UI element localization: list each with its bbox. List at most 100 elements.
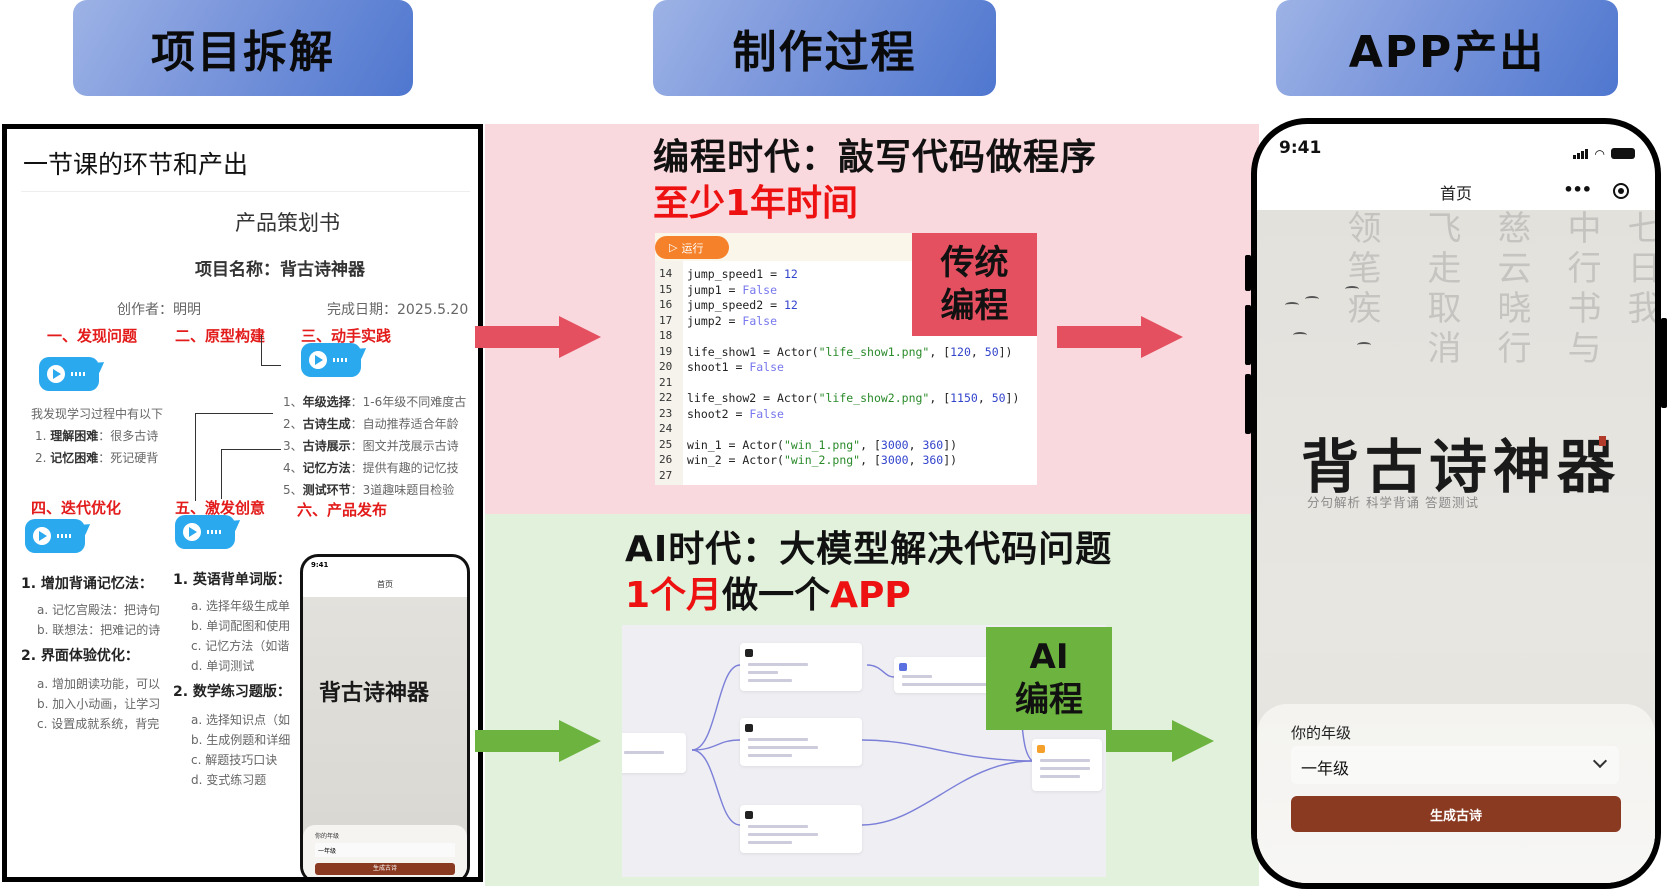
phone-side-button [1245,305,1251,365]
connector-line [221,449,222,499]
discover-item: 1. 理解困难：很多古诗 [35,429,159,443]
workflow-node-output[interactable] [1032,739,1102,791]
voice-message-button[interactable] [175,515,235,549]
code-line: shoot1 = False [687,360,784,374]
iterate-sub: c. 设置成就系统，背完 [37,717,160,731]
code-line: jump_speed2 = 12 [687,298,798,312]
iterate-sub: b. 加入小动画，让学习 [37,697,161,711]
signal-icon [1572,140,1589,159]
line-number: 25 [659,437,673,451]
edge [861,739,1033,762]
voice-message-button[interactable] [301,343,361,377]
line-number: 24 [659,422,673,435]
waveform-icon [71,372,85,376]
inspire-sub: d. 单词测试 [191,659,255,673]
line-number: 21 [659,375,673,389]
waveform-icon [207,530,221,534]
bird-icon [1357,342,1371,348]
practice-item: 4、记忆方法：提供有趣的记忆技 [283,461,459,475]
edge [691,739,741,751]
grade-select[interactable]: 一年级 [1291,746,1619,784]
ai-subtitle: 1个月做一个APP [625,575,911,616]
step-practice: 三、动手实践 [301,327,392,345]
play-icon [33,527,51,545]
practice-item: 5、测试环节：3道趣味题目检验 [283,483,455,497]
author: 创作者：明明 [117,302,201,318]
tag-label: 传统编程 [940,243,1009,326]
inspire-sub: d. 变式练习题 [191,773,267,787]
waveform-icon [57,534,71,538]
mini-generate-button: 生成古诗 [315,863,455,875]
inspire-sub: c. 解题技巧口诀 [191,753,278,767]
run-button[interactable]: ▷运行 [655,236,729,259]
discover-intro: 我发现学习过程中有以下 [31,407,164,421]
seal-stamp-icon [1599,436,1606,446]
inspire-sub: b. 单词配图和使用 [191,619,291,633]
line-number: 26 [659,453,673,466]
mini-phone-preview: 9:41 首页 背古诗神器 你的年级 一年级 生成古诗 [300,554,470,877]
product-plan-document: 一节课的环节和产出 产品策划书 项目名称：背古诗神器 创作者：明明 完成日期：2… [2,124,483,882]
line-number: 19 [659,344,673,358]
calligraphy-background: 七日我 [1621,210,1661,330]
line-number: 22 [659,391,673,404]
status-time: 9:41 [1279,138,1322,158]
connector-line [261,365,281,366]
generate-poem-button[interactable]: 生成古诗 [1291,796,1621,832]
edge [691,664,741,751]
line-number: 20 [659,360,673,373]
line-number: 27 [659,468,673,482]
mini-status-time: 9:41 [311,561,329,569]
more-options-icon[interactable]: ••• [1563,180,1592,199]
workflow-node[interactable] [740,643,862,691]
workflow-node-start[interactable] [622,733,686,773]
traditional-title: 编程时代：敲写代码做程序 [653,137,1098,178]
node-icon [1037,745,1045,753]
phone-power-button [1661,318,1667,408]
node-icon [745,811,753,819]
run-label: 运行 [681,241,704,255]
step-publish: 六、产品发布 [297,501,388,519]
red-arrow-right-icon [1057,316,1183,358]
inspire-sub: c. 记忆方法（如谐 [191,639,290,653]
chevron-down-icon [1592,753,1608,769]
run-icon: ▷ [669,241,678,254]
wifi-icon: ◠ [1594,147,1605,161]
inspire-sub: a. 选择知识点（如 [191,713,290,727]
green-arrow-right-icon [1088,720,1214,762]
iterate-sub: b. 联想法：把难记的诗 [37,623,161,637]
line-number: 14 [659,267,673,280]
inspire-heading: 1. 英语背单词版： [173,572,291,588]
calligraphy-background: 飞走取消 [1421,210,1461,370]
nav-title: 首页 [1439,184,1472,203]
line-number: 16 [659,298,673,311]
calligraphy-background: 慈云晓行 [1491,210,1531,370]
code-line: win_1 = Actor("win_1.png", [3000, 360]) [687,437,958,452]
iterate-heading: 1. 增加背诵记忆法： [21,576,153,592]
traditional-programming-tag: 传统编程 [912,233,1037,336]
workflow-node[interactable] [740,718,862,766]
code-line: shoot2 = False [687,406,784,421]
calligraphy-background: 中行书与 [1561,210,1601,370]
red-arrow-right-icon [475,316,601,358]
connector-line [195,413,273,414]
battery-icon [1611,148,1635,159]
inspire-heading: 2. 数学练习题版： [173,684,291,700]
voice-message-button[interactable] [39,357,99,391]
node-icon [745,724,753,732]
step-inspire: 五、激发创意 [175,499,266,517]
connector-line [195,413,196,501]
phone-app-preview: 9:41 ◠ 首页 ••• 领笔疾 飞走取消 慈云晓行 中行书与 七日我 背古诗… [1251,118,1661,889]
calligraphy-background: 领笔疾 [1341,210,1381,330]
workflow-node-end[interactable] [894,657,1004,693]
app-name: 背古诗神器 [1301,433,1622,501]
voice-message-button[interactable] [25,519,85,553]
document-title: 一节课的环节和产出 [23,150,249,179]
edge [691,749,741,826]
practice-item: 2、古诗生成：自动推荐适合年龄 [283,417,459,431]
code-line: jump_speed1 = 12 [687,267,798,281]
close-miniprogram-icon[interactable] [1613,183,1629,199]
phone-side-button [1245,255,1251,291]
connector-line [221,449,281,450]
workflow-node[interactable] [740,805,862,853]
